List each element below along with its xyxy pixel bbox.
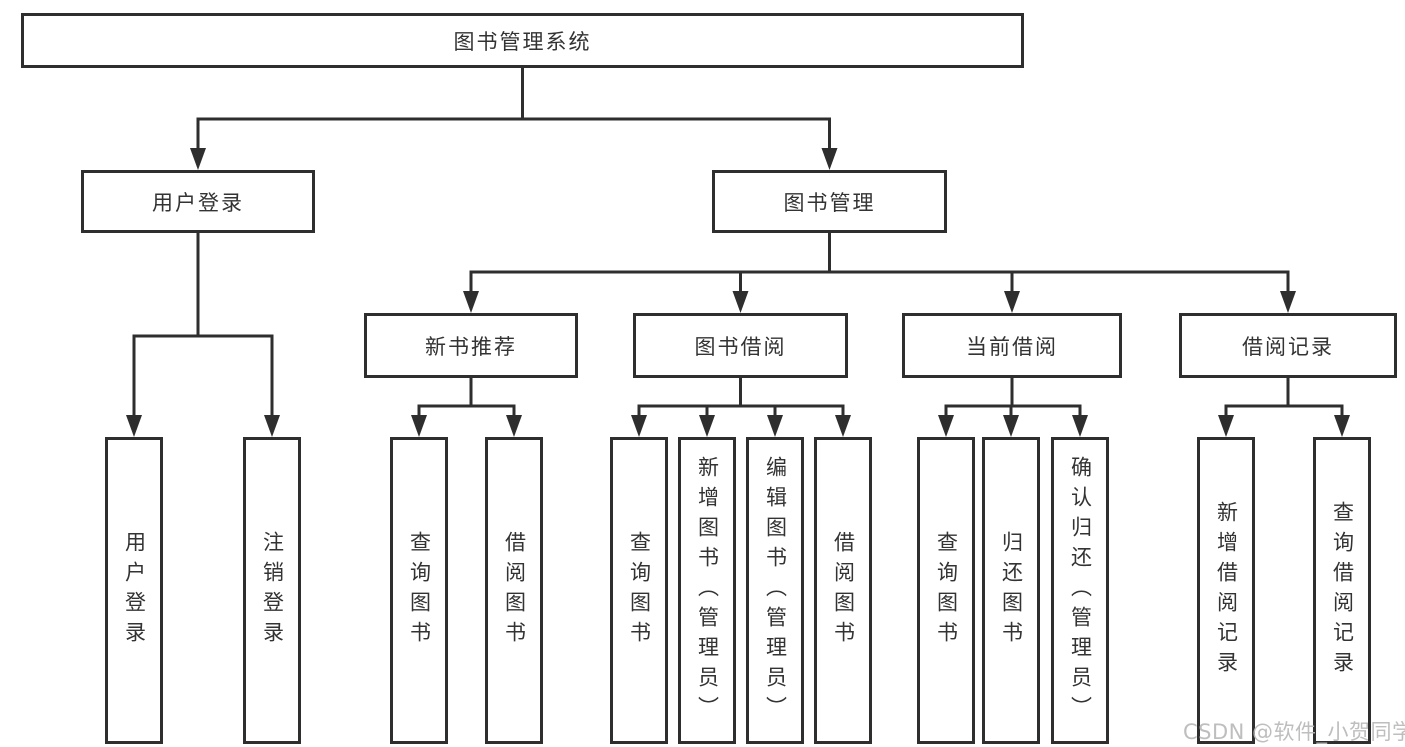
leaf-borrow-books-label: 借阅图书 [831,530,856,651]
leaf-query-borrow-record-label: 查询借阅记录 [1330,500,1355,681]
node-user-login-label: 用户登录 [152,190,244,215]
node-book-management: 图书管理 [712,170,947,233]
node-root-system: 图书管理系统 [21,13,1024,68]
arrowhead [767,415,783,437]
arrowhead [463,291,479,313]
leaf-edit-books-admin: 编辑图书（管理员） [746,437,804,744]
node-borrow-records: 借阅记录 [1179,313,1397,378]
leaf-edit-books-admin-label: 编辑图书（管理员） [763,455,788,726]
arrowhead [938,415,954,437]
csdn-watermark: CSDN @软件_小贺同学 [1183,720,1405,744]
connector-borrow-records-to-leaves [1218,378,1350,437]
arrowhead [1334,415,1350,437]
arrowhead [190,148,206,170]
arrowhead [1072,415,1088,437]
node-book-borrowing: 图书借阅 [633,313,848,378]
leaf-return-books-label: 归还图书 [999,530,1024,651]
leaf-confirm-return-admin-label: 确认归还（管理员） [1068,455,1093,726]
leaf-return-books: 归还图书 [982,437,1040,744]
node-current-borrowing: 当前借阅 [902,313,1122,378]
leaf-add-borrow-record: 新增借阅记录 [1197,437,1255,744]
leaf-add-books-admin: 新增图书（管理员） [678,437,736,744]
connector-root-to-level2 [190,68,838,170]
leaf-logout: 注销登录 [243,437,301,744]
connector-new-books-to-leaves [411,378,522,437]
leaf-add-books-admin-label: 新增图书（管理员） [695,455,720,726]
connector-current-borrow-to-leaves [938,378,1088,437]
arrowhead [1280,291,1296,313]
arrowhead [835,415,851,437]
arrowhead [126,415,142,437]
connector-book-mgmt-to-level3 [463,233,1296,313]
node-user-login: 用户登录 [81,170,315,233]
node-new-book-recommendation: 新书推荐 [364,313,578,378]
leaf-query-books: 查询图书 [917,437,975,744]
arrowhead [732,291,749,313]
leaf-add-borrow-record-label: 新增借阅记录 [1214,500,1239,681]
leaf-query-books-label: 查询图书 [934,530,959,651]
leaf-query-books: 查询图书 [610,437,668,744]
leaf-confirm-return-admin: 确认归还（管理员） [1051,437,1109,744]
leaf-borrow-books-label: 借阅图书 [502,530,527,651]
arrowhead [1004,291,1020,313]
leaf-query-books-label: 查询图书 [627,530,652,651]
leaf-query-borrow-record: 查询借阅记录 [1313,437,1371,744]
leaf-borrow-books: 借阅图书 [485,437,543,744]
leaf-user-login: 用户登录 [105,437,163,744]
node-book-borrowing-label: 图书借阅 [694,334,787,359]
node-new-book-recommendation-label: 新书推荐 [425,334,517,359]
leaf-query-books: 查询图书 [390,437,448,744]
connector-user-login-to-leaves [126,233,280,437]
node-borrow-records-label: 借阅记录 [1242,334,1334,359]
arrowhead [1003,415,1019,437]
node-root-label: 图书管理系统 [453,29,592,54]
node-book-management-label: 图书管理 [783,190,876,215]
arrowhead [631,415,647,437]
arrowhead [264,415,280,437]
connector-book-borrow-to-leaves [631,378,851,437]
node-current-borrowing-label: 当前借阅 [966,334,1058,359]
arrowhead [506,415,522,437]
leaf-borrow-books: 借阅图书 [814,437,872,744]
arrowhead [1218,415,1234,437]
arrowhead [821,148,838,170]
leaf-logout-label: 注销登录 [260,530,285,651]
leaf-query-books-label: 查询图书 [407,530,432,651]
arrowhead [699,415,715,437]
leaf-user-login-label: 用户登录 [122,530,147,651]
arrowhead [411,415,427,437]
